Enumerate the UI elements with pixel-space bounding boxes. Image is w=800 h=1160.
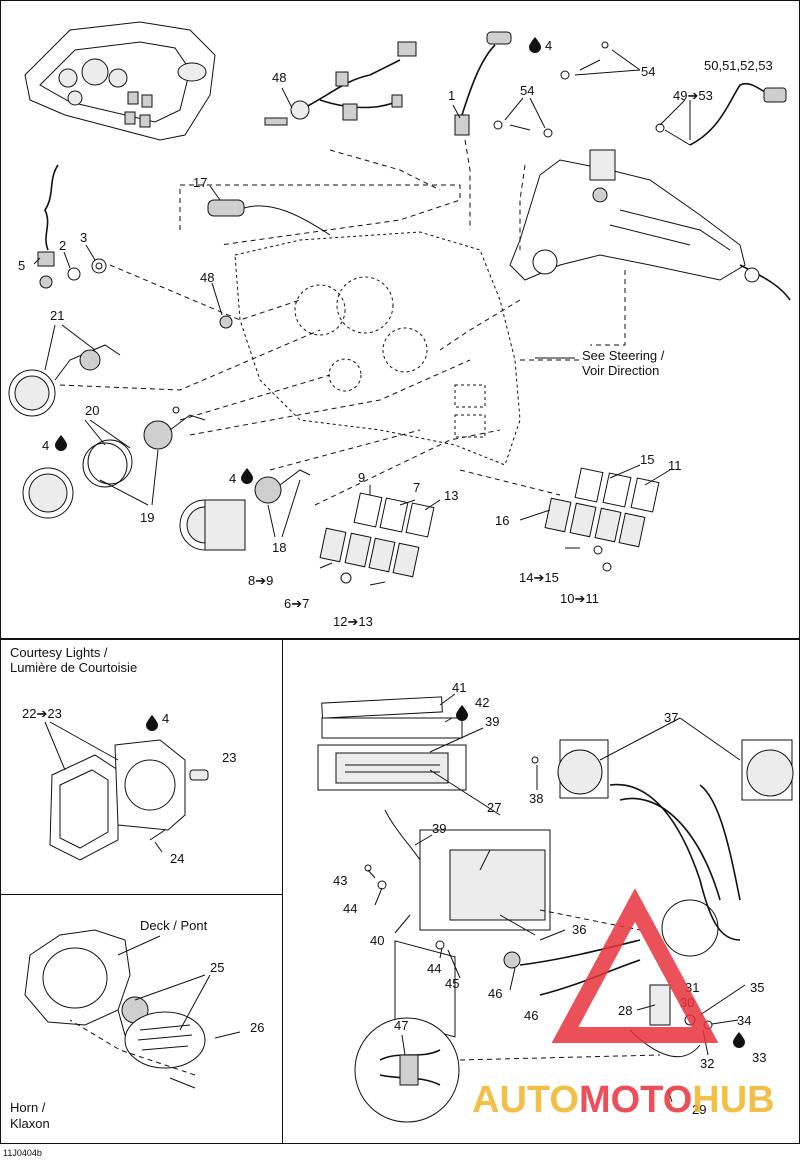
callout-46: 46 (524, 1008, 538, 1023)
callout-3: 3 (80, 230, 87, 245)
watermark-auto: AUTO (472, 1079, 579, 1121)
callout-36: 36 (572, 922, 586, 937)
grommet (219, 315, 233, 329)
gauge-18 (172, 406, 311, 551)
callout-43: 43 (333, 873, 347, 888)
wiring-harness (459, 783, 741, 1061)
callout-46: 46 (488, 986, 502, 1001)
callout-25: 25 (210, 960, 224, 975)
see-steering-note-fr: Voir Direction (582, 363, 659, 378)
connector-closeup (354, 1017, 460, 1123)
courtesy-light-drawing (44, 721, 209, 861)
ignition-key-harness (264, 41, 417, 126)
callout-40: 40 (370, 933, 384, 948)
callout-50-53: 50,51,52,53 (704, 58, 773, 73)
callout-28: 28 (618, 1003, 632, 1018)
see-steering-note: See Steering / (582, 348, 665, 363)
callout-37: 37 (664, 710, 678, 725)
callout-49-53: 49➔53 (673, 88, 713, 103)
power-socket (207, 199, 331, 236)
callout-33: 33 (752, 1050, 766, 1065)
automotohub-watermark: AUTOMOTOHUB (472, 888, 775, 1121)
callout-23: 23 (222, 750, 236, 765)
gauge-20 (22, 414, 206, 519)
callout-4: 4 (229, 471, 236, 486)
callout-9: 9 (358, 470, 365, 485)
switch-panel-right (544, 467, 660, 572)
callout-11: 11 (668, 458, 682, 473)
gauge-21 (8, 344, 121, 417)
callout-24: 24 (170, 851, 184, 866)
callout-17: 17 (193, 175, 207, 190)
callout-54: 54 (520, 83, 534, 98)
watermark-hub: HUB (692, 1079, 774, 1121)
callout-35: 35 (750, 980, 764, 995)
callout-34: 34 (737, 1013, 751, 1028)
callout-8-9: 8➔9 (248, 573, 273, 588)
switch-panel-left (319, 492, 435, 586)
svg-text:AUTOMOTOHUB: AUTOMOTOHUB (472, 1079, 775, 1121)
callout-41: 41 (452, 680, 466, 695)
callout-38: 38 (529, 791, 543, 806)
callout-29: 29 (692, 1102, 706, 1117)
callout-4: 4 (162, 711, 169, 726)
callout-27: 27 (487, 800, 501, 815)
horn-title-fr: Klaxon (10, 1116, 50, 1131)
callout-16: 16 (495, 513, 509, 528)
courtesy-title-fr: Lumière de Courtoisie (10, 660, 137, 675)
callout-20: 20 (85, 403, 99, 418)
callout-54: 54 (641, 64, 655, 79)
callout-39: 39 (485, 714, 499, 729)
callout-4: 4 (42, 438, 49, 453)
callout-10-11: 10➔11 (560, 591, 599, 606)
callout-47: 47 (394, 1018, 408, 1033)
dashboard-console-thumbnail (24, 21, 216, 141)
deck-label: Deck / Pont (140, 918, 208, 933)
callout-12-13: 12➔13 (333, 614, 373, 629)
callout-48: 48 (200, 270, 214, 285)
courtesy-title: Courtesy Lights / (10, 645, 108, 660)
callout-42: 42 (475, 695, 489, 710)
callout-2: 2 (59, 238, 66, 253)
callout-18: 18 (272, 540, 286, 555)
callout-13: 13 (444, 488, 458, 503)
watermark-moto: MOTO (579, 1079, 692, 1121)
sensor-connector (655, 82, 787, 146)
callout-1: 1 (448, 88, 455, 103)
callout-21: 21 (50, 308, 64, 323)
callout-4: 4 (545, 38, 552, 53)
callout-15: 15 (640, 452, 654, 467)
figure-id: 11J0404b (3, 1148, 42, 1158)
callout-39: 39 (432, 821, 446, 836)
horn-drawing (24, 929, 241, 1089)
callout-44: 44 (343, 901, 357, 916)
callout-48: 48 (272, 70, 286, 85)
routing-lines (59, 139, 626, 506)
oil-drop-icon (55, 37, 745, 1048)
callout-14-15: 14➔15 (519, 570, 559, 585)
tether-switch (454, 31, 512, 136)
callout-19: 19 (140, 510, 154, 525)
callout-44: 44 (427, 961, 441, 976)
callout-7: 7 (413, 480, 420, 495)
radio-assembly (317, 696, 551, 1038)
leader-lines-audio (367, 693, 746, 1103)
callout-labels: 1 2 3 4 5 4 4 7 9 11 13 15 16 17 18 19 2… (3, 38, 773, 1158)
callout-45: 45 (445, 976, 459, 991)
screw-set (493, 41, 609, 138)
leader-lines-top (33, 49, 691, 538)
callout-6-7: 6➔7 (284, 596, 309, 611)
steering-bracket (509, 149, 791, 301)
horn-title: Horn / (10, 1100, 46, 1115)
lanyard-cord (37, 164, 107, 289)
callout-26: 26 (250, 1020, 264, 1035)
callout-5: 5 (18, 258, 25, 273)
callout-22-23: 22➔23 (22, 706, 62, 721)
speaker-pair (531, 739, 794, 801)
callout-32: 32 (700, 1056, 714, 1071)
